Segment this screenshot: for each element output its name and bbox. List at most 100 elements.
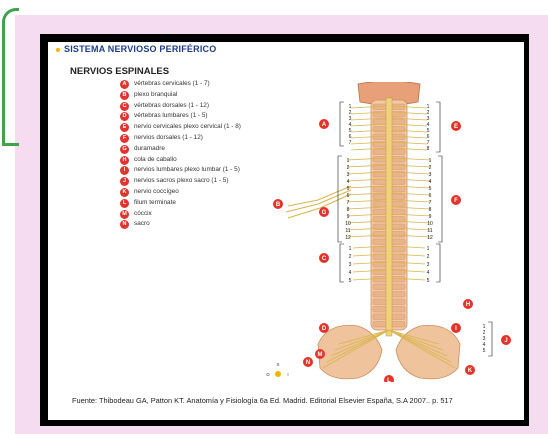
segment-number: 11 [345,228,350,234]
legend-label: cóccix [134,210,152,217]
segment-number: 3 [347,172,350,178]
legend-label: nervios sacros plexo sacro (1 - 5) [134,177,228,184]
legend-item: Dvértebras lumbares (1 - 5) [120,112,260,119]
segment-number: 8 [429,207,432,213]
legend-letter-badge: M [120,210,129,219]
bullet-icon [56,48,60,52]
legend-letter-badge: K [120,188,129,197]
segment-number: 5 [347,186,350,192]
segment-number: 5 [483,348,486,354]
slide-title-text: SISTEMA NERVIOSO PERIFÉRICO [64,44,216,54]
segment-number: 10 [345,221,351,227]
legend-item: Hcola de caballo [120,156,260,163]
diagram-letter: F [454,198,458,204]
diagram-letter: J [504,338,507,344]
segment-number: 2 [349,254,352,260]
segment-number: 12 [345,235,351,241]
spinal-nerves-diagram: 1234567123456781234567891011121234567891… [258,82,520,382]
segment-number: 6 [347,193,350,199]
segment-number: 7 [429,200,432,206]
segment-number: 12 [427,235,433,241]
legend-label: nervio cervicales plexo cervical (1 - 8) [134,123,241,130]
region-bracket [340,244,344,282]
segment-number: 5 [349,278,352,284]
region-bracket [438,156,442,242]
legend-label: nervios lumbares plexo lumbar (1 - 5) [134,166,240,173]
section-heading: NERVIOS ESPINALES [70,66,169,77]
diagram-letter: D [322,326,327,332]
segment-number: 4 [427,270,430,276]
diagram-letter: G [322,210,327,216]
diagram-letter: H [466,302,470,308]
segment-number: 3 [349,262,352,268]
slide-content: SISTEMA NERVIOSO PERIFÉRICO NERVIOS ESPI… [48,42,524,420]
segment-number: 8 [427,146,430,152]
legend-item: Fnervios dorsales (1 - 12) [120,134,260,141]
legend-item: Inervios lumbares plexo lumbar (1 - 5) [120,166,260,173]
legend-letter-badge: A [120,80,129,89]
legend-letter-badge: G [120,145,129,154]
legend-item: Avértebras cervicales (1 - 7) [120,80,260,87]
diagram-letter: M [318,352,323,358]
legend-item: Jnervios sacros plexo sacro (1 - 5) [120,177,260,184]
legend-item: Bplexo branquial [120,91,260,98]
legend-letter-badge: N [120,220,129,229]
segment-number: 5 [427,278,430,284]
legend-label: nervios dorsales (1 - 12) [134,134,203,141]
legend-label: sacro [134,220,150,227]
legend-letter-badge: F [120,134,129,143]
region-bracket [340,102,344,146]
diagram-letter: E [454,124,458,130]
diagram-letter: A [322,122,327,128]
legend-label: cola de caballo [134,156,177,163]
legend-letter-badge: C [120,102,129,111]
segment-number: 4 [347,179,350,185]
source-citation: Fuente: Thibodeau GA, Patton KT. Anatomí… [72,396,522,406]
legend-label: vértebras cervicales (1 - 7) [134,80,210,87]
segment-number: 7 [347,200,350,206]
segment-number: 7 [349,140,352,146]
legend-letter-badge: D [120,112,129,121]
legend-label: nervio coccígeo [134,188,179,195]
region-bracket [488,322,492,356]
legend-label: vértebras lumbares (1 - 5) [134,112,208,119]
legend-label: filum terminate [134,199,176,206]
segment-number: 5 [429,186,432,192]
segment-number: 8 [347,207,350,213]
brachial-plexus [286,186,351,218]
legend-letter-badge: J [120,177,129,186]
segment-number: 4 [349,270,352,276]
compass-label: S [276,362,279,367]
legend-letter-badge: L [120,199,129,208]
segment-number: 2 [347,165,350,171]
segment-number: 1 [429,158,432,164]
segment-number: 6 [429,193,432,199]
legend-letter-badge: I [120,166,129,175]
segment-number: 3 [429,172,432,178]
diagram-letter: B [276,202,281,208]
segment-number: 1 [347,158,350,164]
legend-label: duramadre [134,145,165,152]
segment-number: 9 [347,214,350,220]
region-bracket [436,102,440,152]
legend-letter-badge: E [120,123,129,132]
green-bracket-decoration [2,8,19,146]
region-bracket [436,244,440,282]
segment-number: 1 [349,246,352,252]
spinal-cord [386,98,392,336]
legend-letter-badge: H [120,156,129,165]
segment-number: 9 [429,214,432,220]
diagram-letter: N [306,360,310,366]
segment-number: 3 [427,262,430,268]
segment-number: 4 [429,179,432,185]
slide-title: SISTEMA NERVIOSO PERIFÉRICO [56,44,216,54]
legend-item: Gduramadre [120,145,260,152]
